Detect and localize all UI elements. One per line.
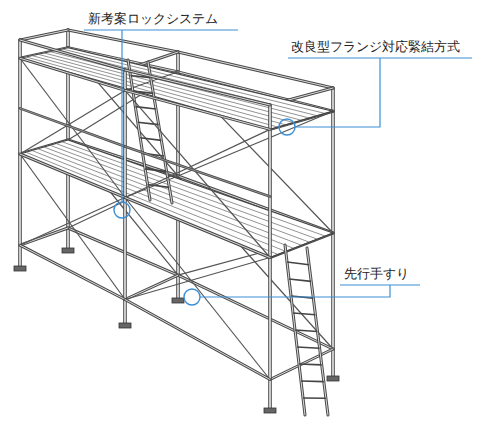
base-plate: [119, 323, 131, 328]
front-ledger: [20, 58, 125, 90]
guard-rail: [125, 147, 270, 197]
callout-label: 新考案ロックシステム: [87, 11, 219, 27]
upper-ladder-rung: [140, 138, 161, 141]
lower-ladder-rung: [297, 347, 320, 348]
top-deck-plank: [62, 49, 325, 114]
side-tie: [20, 30, 68, 40]
front-ledger: [20, 245, 125, 299]
upper-ladder-rail: [128, 60, 150, 200]
base-plate: [14, 266, 26, 271]
middle-deck: [20, 140, 333, 258]
front-ledger: [125, 90, 270, 129]
lower-ladder-rung: [303, 397, 326, 399]
lower-ladder-rung: [299, 363, 322, 365]
top-deck-plank: [44, 53, 302, 120]
lower-ladder-rung: [289, 279, 311, 281]
upper-ladder-rung: [138, 122, 159, 124]
callout-circle: [279, 119, 295, 135]
lower-ladder-rung: [287, 262, 309, 265]
front-cross-brace: [125, 198, 270, 380]
upper-ladder-rung: [135, 107, 156, 109]
front-cross-brace: [125, 90, 270, 257]
back-ledger: [68, 228, 178, 275]
leader-line: [121, 30, 122, 202]
side-tie: [125, 275, 178, 299]
callout-circle: [114, 202, 130, 218]
front-ledger: [125, 198, 270, 258]
callout-circle: [184, 289, 200, 305]
upper-ladder-rail: [128, 60, 150, 200]
leader-line: [340, 284, 420, 285]
side-tie: [125, 275, 178, 299]
top-deck-plank: [32, 56, 286, 125]
front-cross-brace: [125, 129, 270, 197]
front-ledger: [125, 90, 270, 129]
front-ledger: [20, 40, 125, 70]
front-ledger: [125, 198, 270, 258]
top-deck-plank: [38, 54, 294, 122]
upper-ladder-rung: [145, 169, 167, 172]
front-ledger: [20, 245, 125, 299]
base-plate: [62, 248, 74, 253]
back-ledger: [178, 275, 333, 349]
front-cross-brace: [20, 90, 125, 154]
middle-deck-plank: [44, 147, 302, 245]
lower-ladder-rung: [295, 330, 318, 332]
back-ledger: [68, 228, 178, 275]
back-ledger: [68, 30, 178, 52]
upper-ladder-rail: [148, 62, 172, 203]
middle-deck-joint: [270, 233, 333, 258]
front-cross-brace: [125, 258, 270, 300]
base-plate: [264, 408, 276, 413]
back-ledger: [178, 275, 333, 349]
front-ledger: [20, 154, 125, 198]
front-ledger: [20, 58, 125, 90]
lower-ladder-rung: [293, 313, 315, 315]
guard-rail: [20, 108, 125, 146]
front-cross-brace: [20, 154, 125, 300]
front-ledger: [125, 70, 270, 105]
side-tie: [20, 228, 68, 245]
back-ledger: [68, 30, 178, 52]
leader-line: [295, 58, 380, 127]
guard-rail: [20, 108, 125, 146]
leader-line: [84, 29, 238, 30]
front-cross-brace: [20, 198, 125, 246]
front-ledger: [125, 70, 270, 105]
front-ledger: [20, 40, 125, 70]
callout-label: 先行手すり: [343, 266, 410, 282]
base-plate: [327, 376, 339, 381]
middle-deck-plank: [32, 151, 286, 252]
side-tie: [20, 30, 68, 40]
lower-ladder-rung: [301, 380, 324, 382]
front-ledger: [125, 300, 270, 380]
base-plate: [172, 298, 184, 303]
front-ledger: [20, 154, 125, 198]
leader-line: [200, 285, 390, 297]
top-deck: [20, 48, 333, 130]
side-tie: [20, 228, 68, 245]
middle-deck-plank: [26, 152, 278, 254]
guard-rail: [125, 147, 270, 197]
callout-label: 改良型フランジ対応緊結方式: [290, 39, 461, 55]
upper-ladder-rail: [148, 62, 172, 203]
front-ledger: [125, 300, 270, 380]
